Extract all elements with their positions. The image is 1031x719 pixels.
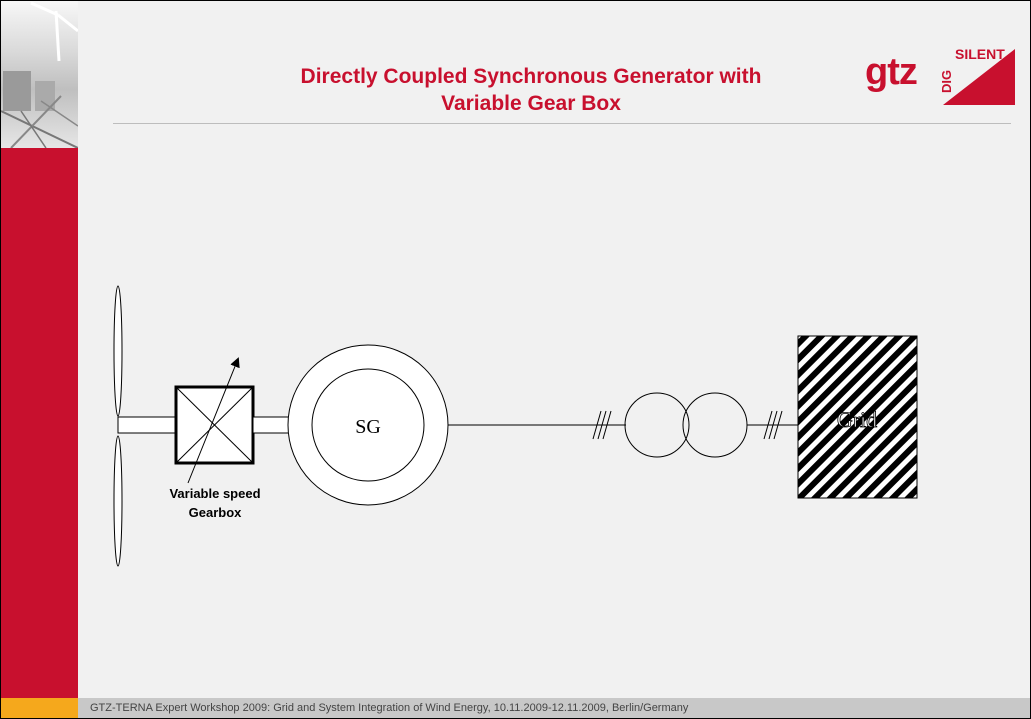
gearbox-cross-2 — [175, 386, 254, 464]
input-shaft — [117, 416, 177, 434]
silent-digital-logo: SILENT DIG — [939, 46, 1015, 105]
gearbox-caption-line-2: Gearbox — [189, 505, 243, 520]
logo-dig-text: DIG — [939, 70, 954, 93]
logo-silent-text: SILENT — [955, 46, 1005, 62]
transformer-winding-2 — [682, 392, 748, 458]
rotor-blade-upper — [113, 285, 123, 417]
variable-arrow — [187, 357, 240, 484]
generator-rotor — [311, 368, 425, 482]
wind-turbine-photo — [1, 1, 78, 148]
title-divider — [113, 123, 1011, 124]
slide-title: Directly Coupled Synchronous Generator w… — [201, 63, 861, 117]
footer-bar: GTZ-TERNA Expert Workshop 2009: Grid and… — [78, 698, 1030, 718]
transformer-winding-1 — [624, 392, 690, 458]
generator-label: SG — [355, 416, 381, 438]
gtz-logo: gtz — [865, 51, 918, 93]
footer-text: GTZ-TERNA Expert Workshop 2009: Grid and… — [90, 702, 689, 714]
rotor-blade-lower — [113, 435, 123, 567]
gearbox-caption-line-1: Variable speed — [169, 486, 260, 501]
title-line-1: Directly Coupled Synchronous Generator w… — [300, 65, 762, 88]
sidebar-accent — [1, 698, 78, 718]
grid-label: Grid — [837, 407, 877, 432]
grid-block — [797, 335, 918, 499]
title-line-2: Variable Gear Box — [441, 92, 621, 115]
